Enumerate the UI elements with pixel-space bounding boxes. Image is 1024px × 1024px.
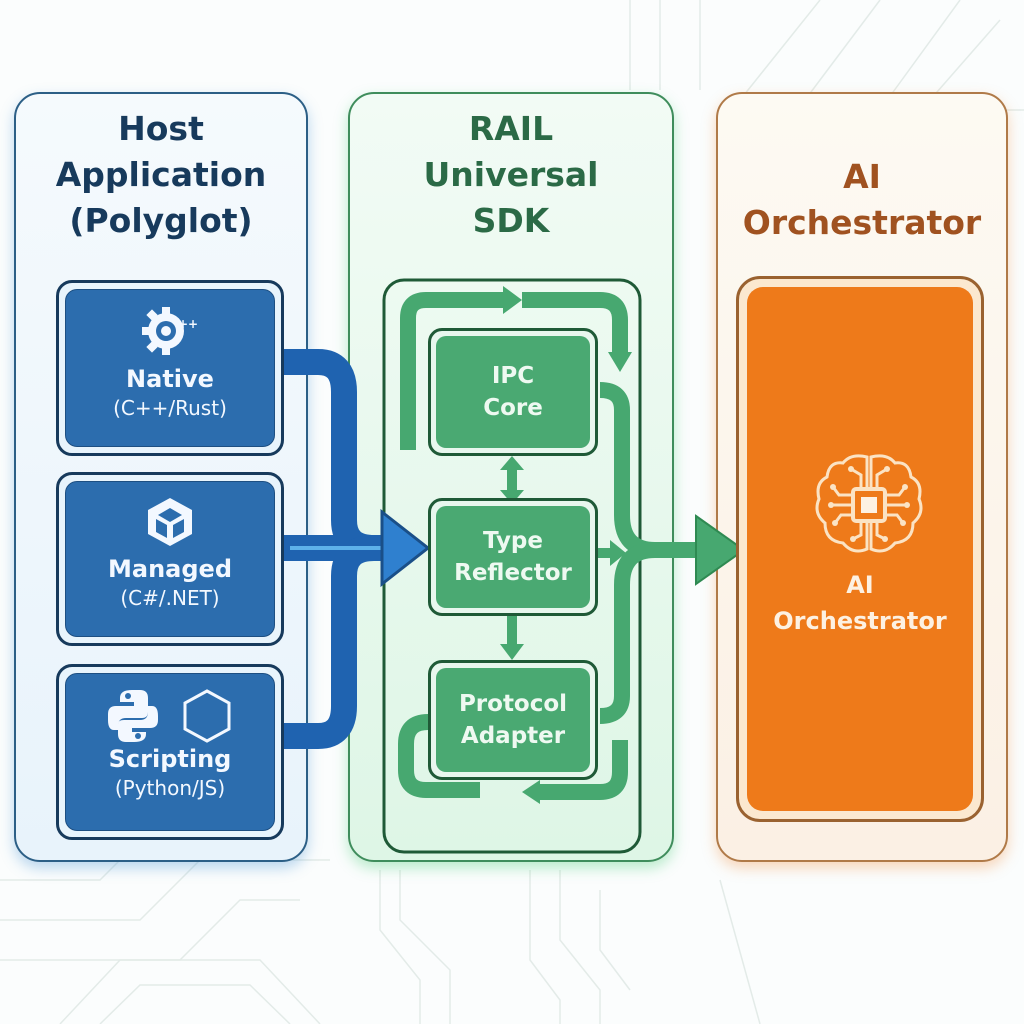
scripting-label: Scripting <box>108 745 232 773</box>
scripting-sublabel: (Python/JS) <box>114 776 226 800</box>
protocol-adapter-label: Adapter <box>460 723 566 749</box>
native-card: ++ Native (C++/Rust) <box>56 280 284 456</box>
title-line: Application <box>55 155 267 194</box>
cpp-gear-icon: ++ <box>142 307 198 355</box>
ai-orchestrator-label: AI Orchestrator <box>747 567 973 639</box>
ipc-core-card: IPC Core <box>428 328 598 456</box>
title-line: Orchestrator <box>742 203 982 242</box>
ipc-core-label: IPC <box>491 363 535 389</box>
cube-icon <box>148 498 192 546</box>
protocol-adapter-card: Protocol Adapter <box>428 660 598 780</box>
title-line: Universal <box>423 155 599 194</box>
title-line: Host <box>118 109 204 148</box>
ipc-core-label: Core <box>483 395 543 421</box>
managed-label: Managed <box>108 555 232 583</box>
sdk-panel-title: RAIL Universal SDK <box>350 106 672 244</box>
python-icon <box>108 690 159 742</box>
title-line: AI <box>843 157 881 196</box>
type-reflector-card: Type Reflector <box>428 498 598 616</box>
svg-text:++: ++ <box>178 317 198 331</box>
type-reflector-label: Reflector <box>454 560 572 586</box>
protocol-adapter-label: Protocol <box>458 691 568 717</box>
managed-sublabel: (C#/.NET) <box>120 586 220 610</box>
js-hexagon-icon <box>183 689 231 743</box>
label-line: AI <box>846 571 874 599</box>
ai-panel-title: AI Orchestrator <box>718 154 1006 246</box>
native-label: Native <box>126 365 214 393</box>
brain-chip-icon <box>815 454 923 553</box>
native-sublabel: (C++/Rust) <box>113 396 227 420</box>
host-panel-title: Host Application (Polyglot) <box>16 106 306 244</box>
title-line: (Polyglot) <box>69 201 253 240</box>
label-line: Orchestrator <box>773 607 947 635</box>
ai-orchestrator-card: AI Orchestrator <box>736 276 984 822</box>
type-reflector-label: Type <box>482 528 543 554</box>
title-line: SDK <box>472 201 550 240</box>
scripting-card: Scripting (Python/JS) <box>56 664 284 840</box>
managed-card: Managed (C#/.NET) <box>56 472 284 646</box>
title-line: RAIL <box>468 109 554 148</box>
